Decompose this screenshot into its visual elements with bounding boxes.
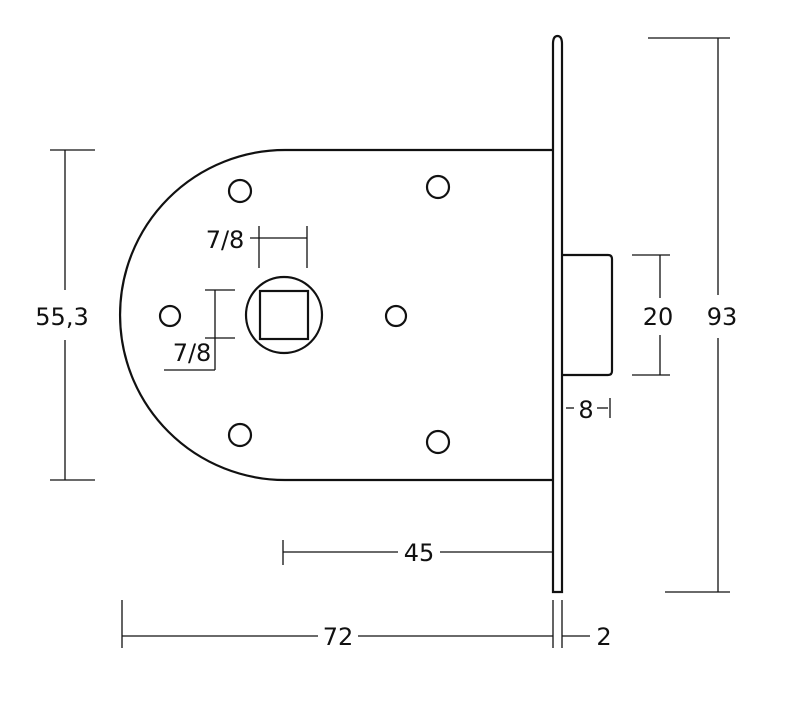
dim-bolt-throw: 8: [566, 396, 611, 424]
screw-hole: [425, 429, 451, 455]
dim-label: 93: [707, 303, 738, 331]
dim-body-height: 55,3: [35, 149, 95, 481]
dim-body-depth: 72: [121, 600, 563, 651]
faceplate: [551, 34, 564, 594]
dim-label: 8: [578, 396, 593, 424]
dim-label: 2: [596, 623, 611, 651]
dim-spindle-height: 7/8: [164, 289, 235, 371]
screw-hole: [384, 304, 408, 328]
dim-label: 7/8: [206, 226, 245, 254]
dim-label: 72: [323, 623, 354, 651]
spindle-hub: [244, 275, 324, 355]
lock-body: [118, 148, 553, 482]
dim-bolt-height: 20: [632, 254, 674, 376]
screw-holes: [158, 174, 451, 455]
screw-hole: [227, 422, 253, 448]
dim-label: 55,3: [35, 303, 88, 331]
dim-faceplate-thickness: 2: [562, 623, 612, 651]
dim-faceplate-height: 93: [648, 37, 738, 593]
dim-spindle-width: 7/8: [206, 226, 308, 268]
latch-bolt: [562, 253, 614, 377]
dim-label: 45: [404, 539, 435, 567]
dim-backset: 45: [282, 539, 553, 567]
dim-label: 7/8: [173, 339, 212, 367]
screw-hole: [227, 178, 253, 204]
screw-hole: [425, 174, 451, 200]
screw-hole: [158, 304, 182, 328]
dim-label: 20: [643, 303, 674, 331]
